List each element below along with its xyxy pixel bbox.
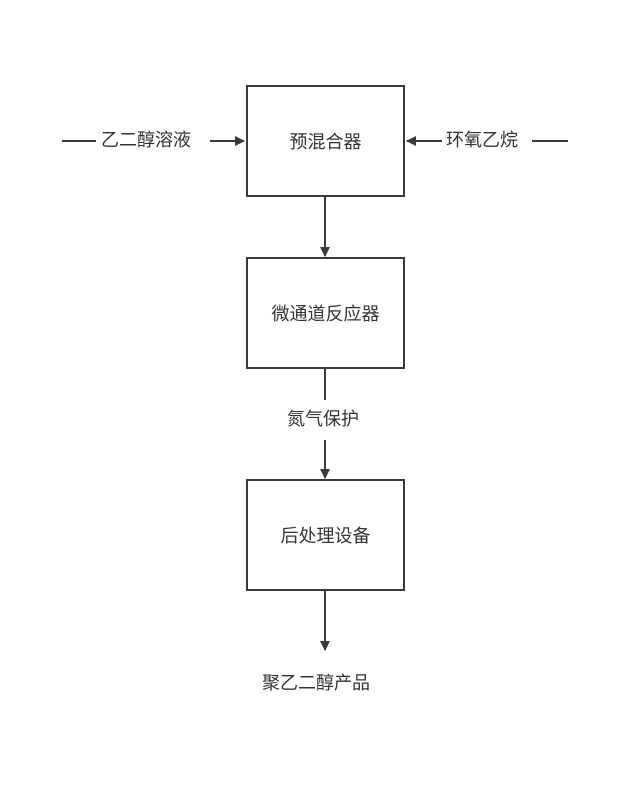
premixer-label: 预混合器 — [289, 132, 362, 153]
premixer-box: 预混合器 — [246, 85, 405, 197]
right-input-label: 环氧乙烷 — [446, 130, 518, 151]
product-label: 聚乙二醇产品 — [262, 673, 370, 694]
post-treatment-label: 后处理设备 — [280, 526, 371, 547]
post-treatment-box: 后处理设备 — [246, 479, 405, 591]
edge-label-nitrogen: 氮气保护 — [287, 409, 359, 430]
microreactor-label: 微通道反应器 — [271, 304, 380, 325]
microreactor-box: 微通道反应器 — [246, 257, 405, 369]
left-input-label: 乙二醇溶液 — [101, 130, 191, 151]
